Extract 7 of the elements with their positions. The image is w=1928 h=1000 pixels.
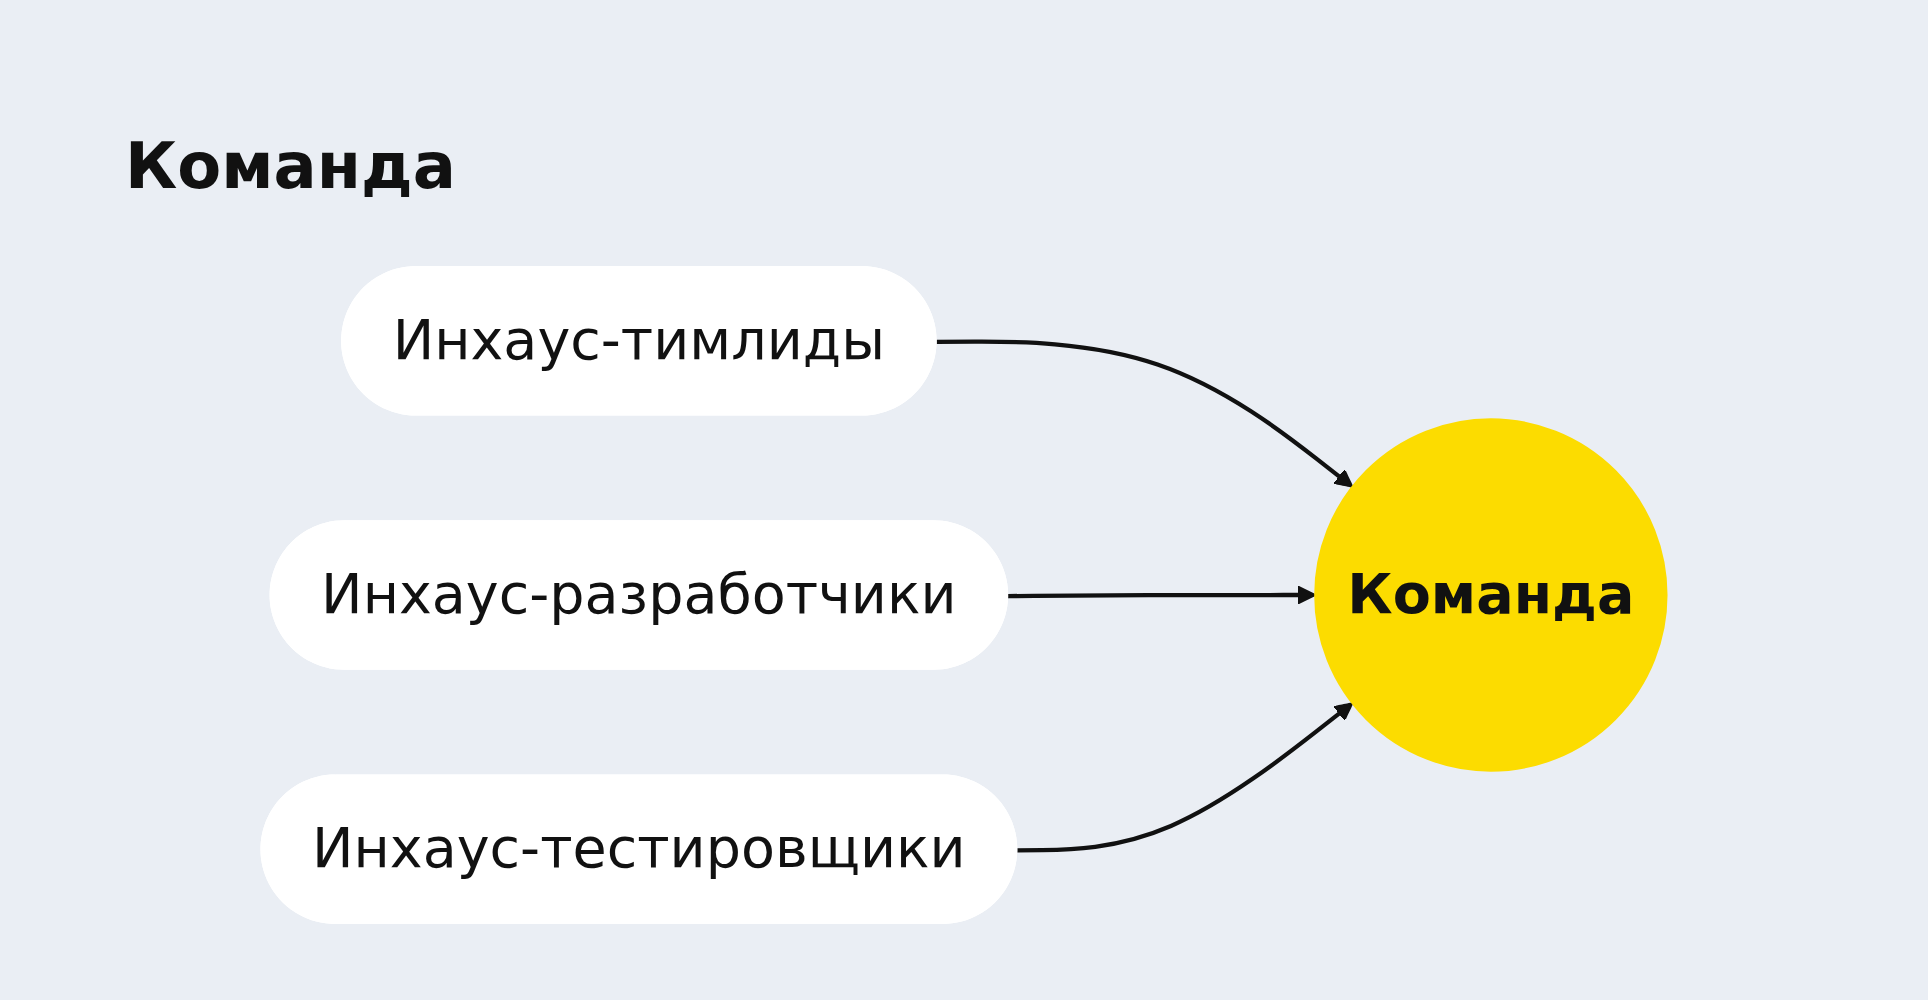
arrow (936, 339, 1354, 488)
pill-node: Инхаус-разработчики (269, 520, 1009, 670)
pill-node: Инхаус-тестировщики (260, 774, 1018, 924)
pill-node: Инхаус-тимлиды (341, 266, 937, 416)
page-title: Команда (125, 130, 456, 204)
circle-node: Команда (1314, 418, 1668, 772)
arrow (1017, 702, 1354, 853)
